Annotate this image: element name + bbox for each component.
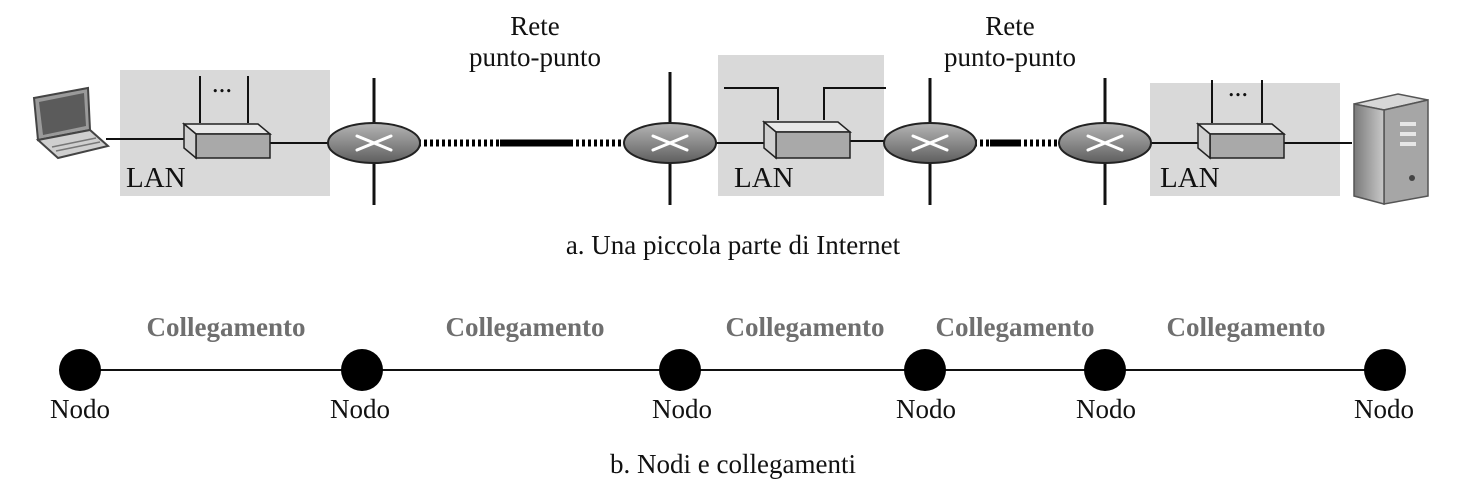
lan-port-lines: [199, 76, 1263, 123]
node-label: Nodo: [50, 394, 110, 424]
lan-ports-ellipsis-3: ...: [1228, 72, 1248, 102]
link-label: Collegamento: [1167, 312, 1326, 342]
laptop-icon: [32, 86, 111, 160]
link-label: Collegamento: [726, 312, 885, 342]
server-icon: [1353, 93, 1429, 205]
router-icon: [327, 122, 421, 164]
node-label: Nodo: [1354, 394, 1414, 424]
backbone-lines: [106, 138, 1352, 144]
router-icon: [1058, 122, 1152, 164]
router-icon: [623, 122, 717, 164]
lan-label-1: LAN: [126, 162, 186, 194]
node-dot: [659, 349, 701, 391]
caption-b: b. Nodi e collegamenti: [610, 449, 856, 479]
node-label: Nodo: [330, 394, 390, 424]
switch-icon: [181, 122, 273, 160]
p2p-label-1-line2: punto-punto: [469, 42, 601, 72]
caption-a: a. Una piccola parte di Internet: [566, 230, 901, 260]
node-dot: [1084, 349, 1126, 391]
p2p-label-2-line1: Rete: [985, 11, 1034, 41]
switch-icon: [1195, 122, 1287, 160]
node-label: Nodo: [1076, 394, 1136, 424]
node-dot: [904, 349, 946, 391]
node-label: Nodo: [896, 394, 956, 424]
router-icon: [883, 122, 977, 164]
node-label: Nodo: [652, 394, 712, 424]
link-label: Collegamento: [936, 312, 1095, 342]
part-b-nodes-links: Collegamento Collegamento Collegamento C…: [50, 312, 1414, 479]
switch-icon: [761, 120, 853, 160]
lan-label-2: LAN: [734, 162, 794, 194]
lan-ports-ellipsis-1: ...: [212, 68, 232, 98]
lan-label-3: LAN: [1160, 162, 1220, 194]
link-label: Collegamento: [446, 312, 605, 342]
p2p-label-1-line1: Rete: [510, 11, 559, 41]
node-dot: [341, 349, 383, 391]
node-dot: [59, 349, 101, 391]
link-label: Collegamento: [147, 312, 306, 342]
node-dot: [1364, 349, 1406, 391]
part-a-internet: LAN LAN LAN Rete punto-punto Rete punto-…: [32, 11, 1429, 260]
p2p-label-2-line2: punto-punto: [944, 42, 1076, 72]
